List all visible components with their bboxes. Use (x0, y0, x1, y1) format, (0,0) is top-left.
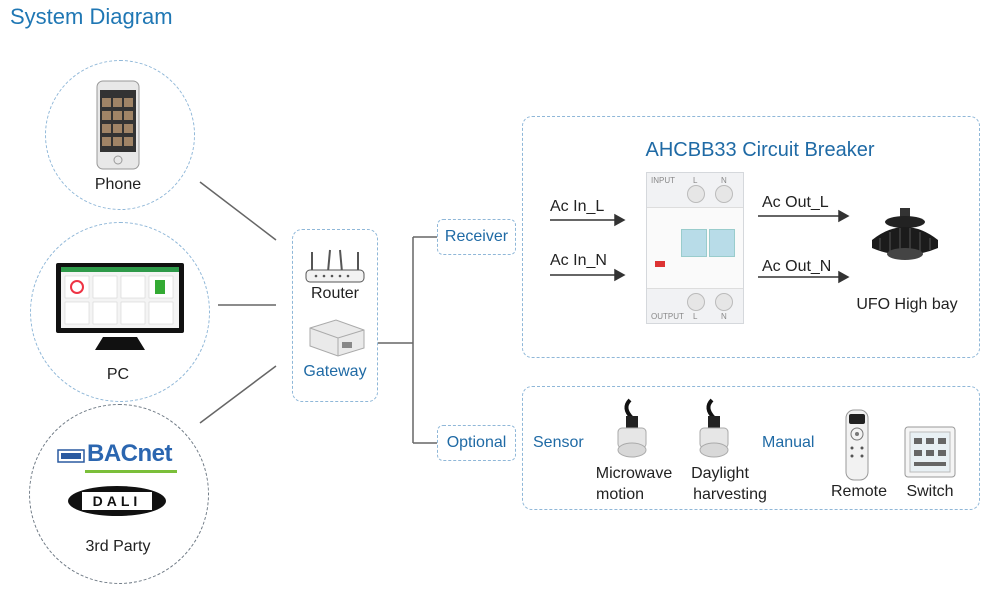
third-party-label: 3rd Party (85, 538, 151, 555)
ac-out-n-label: Ac Out_N (762, 258, 832, 275)
remote-icon (845, 409, 869, 481)
breaker-input-pole-n: N (721, 176, 727, 185)
daylight-label-line1: Daylight (691, 465, 749, 482)
hub-box (292, 229, 378, 402)
gateway-label: Gateway (303, 363, 367, 380)
switch-label: Switch (906, 483, 954, 500)
ashrae-icon (57, 449, 85, 463)
pc-label: PC (106, 366, 130, 383)
receiver-label: Receiver (437, 219, 516, 255)
wall-switch-icon (904, 426, 956, 478)
monitor-icon (56, 263, 184, 350)
third-party-circle (29, 404, 209, 584)
manual-label: Manual (762, 434, 815, 451)
phone-icon (96, 80, 140, 170)
microwave-label-line2: motion (595, 486, 645, 503)
remote-label: Remote (830, 483, 888, 500)
router-icon (305, 249, 365, 283)
dali-text: DALI (82, 492, 152, 510)
breaker-input-label: INPUT (651, 176, 675, 185)
ufo-lamp-icon (872, 208, 938, 260)
phone-circle (45, 60, 195, 210)
bacnet-logo: BACnet (57, 440, 187, 476)
phone-label: Phone (94, 176, 142, 193)
breaker-output-pole-n: N (721, 312, 727, 321)
gateway-icon (309, 319, 365, 357)
page-title: System Diagram (10, 4, 173, 29)
circuit-breaker-device: INPUT L N OUTPUT L N (646, 172, 744, 324)
router-label: Router (310, 285, 360, 302)
ac-in-n-label: Ac In_N (550, 252, 607, 269)
ac-out-l-label: Ac Out_L (762, 194, 829, 211)
ufo-highbay-label: UFO High bay (856, 296, 958, 313)
optional-box (522, 386, 980, 510)
bacnet-text: BACnet (87, 440, 173, 467)
daylight-sensor-icon (699, 398, 729, 458)
breaker-output-pole-l: L (693, 312, 698, 321)
pc-circle (30, 222, 210, 402)
optional-label: Optional (437, 425, 516, 461)
breaker-output-label: OUTPUT (651, 312, 684, 321)
breaker-title: AHCBB33 Circuit Breaker (645, 139, 875, 161)
microwave-sensor-icon (617, 398, 647, 458)
microwave-label-line1: Microwave (595, 465, 673, 482)
sensor-label: Sensor (533, 434, 584, 451)
daylight-label-line2: harvesting (693, 486, 767, 503)
breaker-box (522, 116, 980, 358)
dali-logo: DALI (68, 486, 166, 516)
breaker-input-pole-l: L (693, 176, 698, 185)
ac-in-l-label: Ac In_L (550, 198, 605, 215)
